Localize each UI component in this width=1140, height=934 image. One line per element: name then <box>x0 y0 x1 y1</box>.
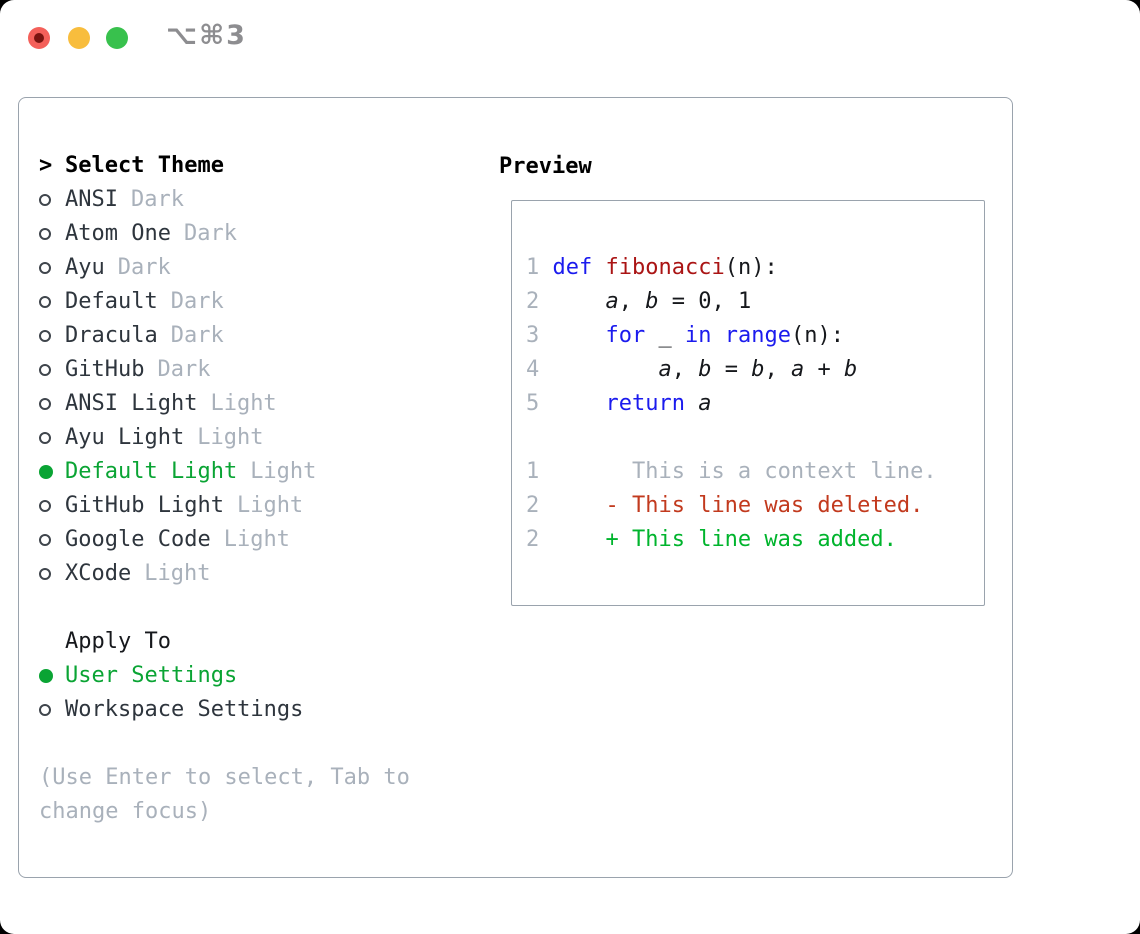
option-label: Ayu Light <box>65 425 185 450</box>
option-label: Ayu <box>65 255 105 280</box>
code-line: 1 def fibonacci(n): <box>526 255 778 280</box>
radio-icon <box>39 285 65 319</box>
radio-icon <box>39 523 65 557</box>
option-variant-label: Dark <box>170 323 224 348</box>
spacer <box>39 591 489 625</box>
theme-option-dracula[interactable]: Dracula Dark <box>39 319 489 353</box>
code-line: 2 - This line was deleted. <box>526 493 924 518</box>
theme-option-github-light[interactable]: GitHub Light Light <box>39 489 489 523</box>
code-line: 4 a, b = b, a + b <box>526 357 858 382</box>
code-line <box>526 421 937 455</box>
option-label: GitHub <box>65 357 145 382</box>
radio-icon <box>39 387 65 421</box>
option-variant-label: Light <box>144 561 211 586</box>
title-bar: ⌥⌘3 <box>0 0 1140 76</box>
theme-option-ayu-light[interactable]: Ayu Light Light <box>39 421 489 455</box>
radio-icon <box>39 353 65 387</box>
theme-option-ansi-light[interactable]: ANSI Light Light <box>39 387 489 421</box>
marker-spacer <box>39 625 65 659</box>
theme-option-atom-one[interactable]: Atom One Dark <box>39 217 489 251</box>
radio-icon <box>39 693 65 727</box>
theme-option-ayu[interactable]: Ayu Dark <box>39 251 489 285</box>
option-variant-label: Dark <box>183 221 237 246</box>
option-label: Dracula <box>65 323 158 348</box>
radio-selected-icon <box>39 659 65 693</box>
minimize-button[interactable] <box>68 27 90 49</box>
radio-icon <box>39 251 65 285</box>
radio-icon <box>39 489 65 523</box>
option-label: ANSI <box>65 187 118 212</box>
option-label: Workspace Settings <box>65 697 304 722</box>
option-label: GitHub Light <box>65 493 224 518</box>
theme-option-default[interactable]: Default Dark <box>39 285 489 319</box>
radio-icon <box>39 421 65 455</box>
apply-option-workspace-settings[interactable]: Workspace Settings <box>39 693 489 727</box>
apply-option-user-settings[interactable]: User Settings <box>39 659 489 693</box>
option-label: Google Code <box>65 527 211 552</box>
select-theme-title: Select Theme <box>65 153 224 178</box>
option-label: XCode <box>65 561 132 586</box>
theme-option-github[interactable]: GitHub Dark <box>39 353 489 387</box>
apply-to-title: Apply To <box>65 629 171 654</box>
option-label: Default Light <box>65 459 238 484</box>
option-label: User Settings <box>65 663 238 688</box>
option-label: ANSI Light <box>65 391 198 416</box>
theme-option-google-code[interactable]: Google Code Light <box>39 523 489 557</box>
hint-line-1: (Use Enter to select, Tab to <box>39 765 410 790</box>
theme-option-xcode[interactable]: XCode Light <box>39 557 489 591</box>
option-variant-label: Light <box>197 425 264 450</box>
code-line: 1 This is a context line. <box>526 459 937 484</box>
option-variant-label: Dark <box>117 255 171 280</box>
option-variant-label: Light <box>236 493 304 518</box>
radio-icon <box>39 319 65 353</box>
radio-icon <box>39 557 65 591</box>
option-variant-label: Dark <box>170 289 224 314</box>
theme-option-ansi[interactable]: ANSI Dark <box>39 183 489 217</box>
option-variant-label: Dark <box>130 187 184 212</box>
hint-line-2: change focus) <box>39 799 212 824</box>
code-line: 2 + This line was added. <box>526 527 897 552</box>
preview-title: Preview <box>499 153 592 179</box>
theme-option-default-light[interactable]: Default Light Light <box>39 455 489 489</box>
code-line: 2 a, b = 0, 1 <box>526 289 752 314</box>
code-line: 5 return a <box>526 391 712 416</box>
code-line: 3 for _ in range(n): <box>526 323 844 348</box>
window-title: ⌥⌘3 <box>166 20 247 51</box>
cursor-icon: > <box>39 153 53 178</box>
preview-pane: 1 def fibonacci(n): 2 a, b = 0, 1 3 for _ … <box>511 200 985 606</box>
select-theme-header: > Select Theme <box>39 149 489 183</box>
radio-selected-icon <box>39 455 65 489</box>
radio-icon <box>39 183 65 217</box>
zoom-button[interactable] <box>106 27 128 49</box>
option-variant-label: Light <box>210 391 277 416</box>
option-variant-label: Dark <box>157 357 211 382</box>
preview-code: 1 def fibonacci(n): 2 a, b = 0, 1 3 for _ … <box>526 251 937 557</box>
option-label: Atom One <box>65 221 171 246</box>
option-label: Default <box>65 289 158 314</box>
option-variant-label: Light <box>250 459 317 484</box>
radio-icon <box>39 217 65 251</box>
spacer <box>39 727 489 761</box>
option-variant-label: Light <box>223 527 290 552</box>
close-button[interactable] <box>28 27 50 49</box>
apply-to-header: Apply To <box>39 625 489 659</box>
